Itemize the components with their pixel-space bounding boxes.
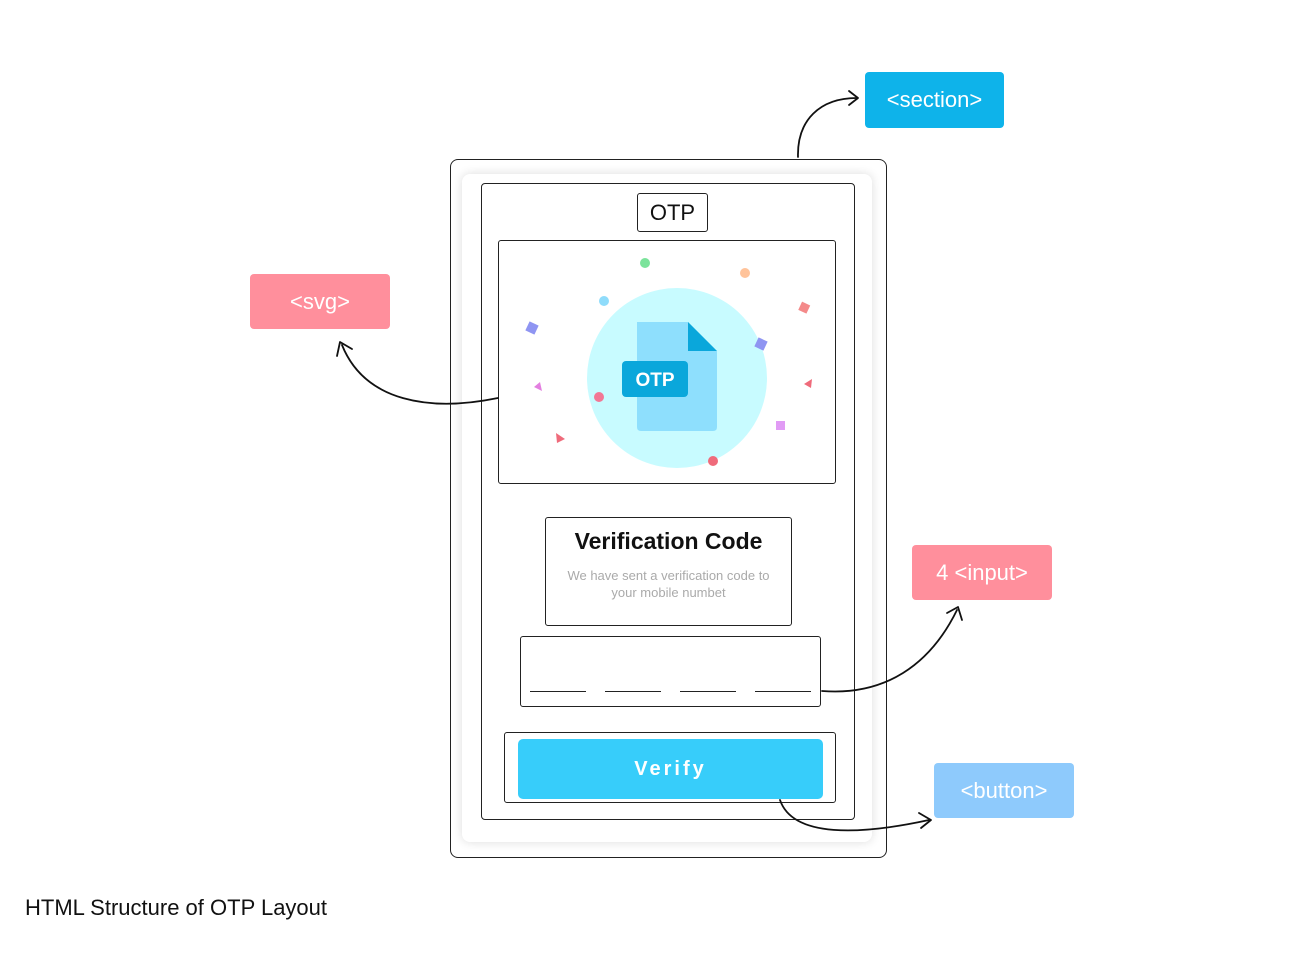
- inner-container: [481, 183, 855, 820]
- otp-digit-input-1[interactable]: [530, 675, 586, 692]
- svg-illustration-box: OTP: [498, 240, 836, 484]
- confetti-dot: [707, 455, 718, 466]
- otp-title: OTP: [637, 193, 708, 232]
- confetti-square: [797, 301, 810, 314]
- confetti-dot: [593, 391, 604, 402]
- input-arrow: [821, 609, 958, 693]
- otp-badge-label: OTP: [635, 370, 674, 391]
- section-frame: [450, 159, 887, 858]
- verification-heading: Verification Code: [574, 528, 763, 554]
- button-container: Verify: [504, 732, 836, 803]
- section-arrow: [797, 97, 858, 158]
- input-arrowhead: [946, 606, 963, 621]
- otp-card: [462, 174, 872, 842]
- input-tag: 4 <input>: [912, 545, 1052, 600]
- confetti-square: [524, 320, 539, 335]
- confetti-square: [775, 420, 785, 430]
- diagram-caption: HTML Structure of OTP Layout: [25, 895, 328, 920]
- confetti-triangle: [803, 378, 812, 388]
- input-group: [520, 636, 821, 707]
- confetti-dot: [598, 295, 609, 306]
- section-arrowhead: [848, 90, 859, 106]
- confetti-dot: [639, 257, 650, 268]
- text-container: Verification Code We have sent a verific…: [545, 517, 792, 626]
- confetti-triangle: [555, 432, 565, 443]
- svg-arrowhead: [336, 341, 353, 357]
- confetti-square: [753, 336, 768, 351]
- button-arrow: [779, 799, 930, 832]
- svg-arrow: [341, 344, 499, 405]
- button-tag: <button>: [934, 763, 1074, 818]
- otp-digit-input-2[interactable]: [605, 675, 661, 692]
- otp-digit-input-3[interactable]: [680, 675, 736, 692]
- confetti-triangle: [533, 381, 542, 391]
- verification-subtext: We have sent a verification code to your…: [567, 568, 770, 600]
- svg-tag: <svg>: [250, 274, 390, 329]
- otp-illustration: OTP: [524, 257, 812, 468]
- verify-button[interactable]: Verify: [518, 739, 823, 799]
- otp-digit-input-4[interactable]: [755, 675, 811, 692]
- document-fold: [687, 321, 717, 351]
- confetti-dot: [739, 267, 750, 278]
- section-tag: <section>: [865, 72, 1004, 128]
- otp-badge: [621, 360, 688, 397]
- button-arrowhead: [918, 812, 932, 829]
